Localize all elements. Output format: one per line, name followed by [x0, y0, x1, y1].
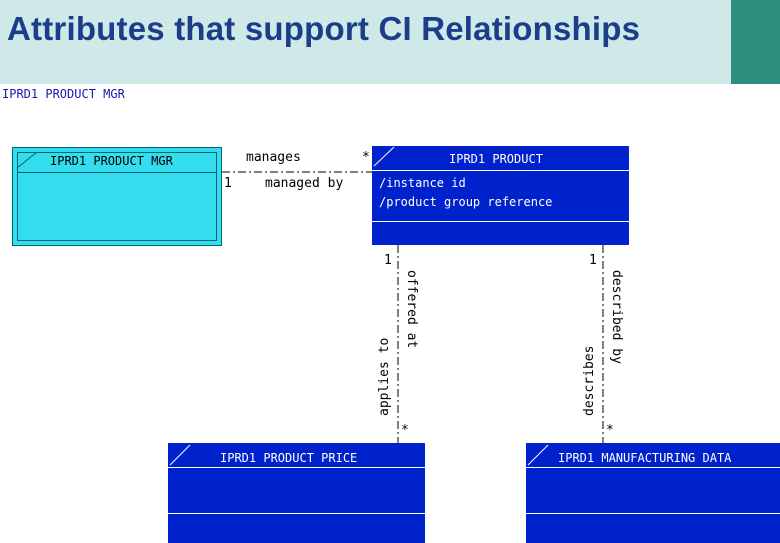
entity-product-price-bottom-divider: [168, 513, 425, 514]
header-accent-block: [731, 0, 780, 84]
cardinality-mfg-many: *: [606, 423, 614, 438]
entity-product-mgr-divider: [17, 172, 217, 173]
entity-product-bottom-divider: [372, 221, 629, 222]
cardinality-mgr-one: 1: [224, 176, 232, 191]
entity-corner-slash-icon: [527, 444, 549, 466]
entity-product-price-title: IPRD1 PRODUCT PRICE: [220, 451, 358, 465]
entity-corner-slash-icon: [16, 151, 38, 169]
entity-manufacturing-data-divider: [526, 467, 780, 468]
entity-product-price[interactable]: IPRD1 PRODUCT PRICE: [168, 443, 425, 543]
rel-label-described-by: described by: [609, 270, 624, 364]
entity-corner-slash-icon: [373, 146, 395, 167]
cardinality-product-many: *: [362, 150, 370, 165]
entity-product-title: IPRD1 PRODUCT: [449, 152, 543, 166]
entity-product[interactable]: IPRD1 PRODUCT /instance id /product grou…: [372, 146, 629, 245]
entity-corner-slash-icon: [169, 444, 191, 466]
rel-label-offered-at: offered at: [404, 270, 419, 349]
rel-label-describes: describes: [582, 345, 597, 416]
diagram-subtitle: IPRD1 PRODUCT MGR: [2, 87, 125, 101]
rel-label-managed-by: managed by: [265, 176, 344, 191]
rel-label-applies-to: applies to: [377, 337, 392, 416]
entity-product-mgr-inner-border: [17, 152, 217, 241]
entity-manufacturing-data-title: IPRD1 MANUFACTURING DATA: [558, 451, 732, 465]
cardinality-product-mfg-one: 1: [589, 253, 597, 268]
entity-product-mgr[interactable]: IPRD1 PRODUCT MGR: [12, 147, 222, 246]
slide-header: Attributes that support CI Relationships: [0, 0, 780, 84]
entity-product-divider: [372, 170, 629, 171]
entity-product-mgr-title: IPRD1 PRODUCT MGR: [50, 154, 173, 168]
entity-product-price-divider: [168, 467, 425, 468]
cardinality-product-price-one: 1: [384, 253, 392, 268]
entity-manufacturing-data-bottom-divider: [526, 513, 780, 514]
attribute-product-group-reference: /product group reference: [379, 195, 553, 209]
rel-label-manages: manages: [246, 150, 301, 165]
slide-title: Attributes that support CI Relationships: [7, 10, 641, 47]
cardinality-price-many: *: [401, 423, 409, 438]
attribute-instance-id: /instance id: [379, 176, 466, 190]
entity-manufacturing-data[interactable]: IPRD1 MANUFACTURING DATA: [526, 443, 780, 543]
